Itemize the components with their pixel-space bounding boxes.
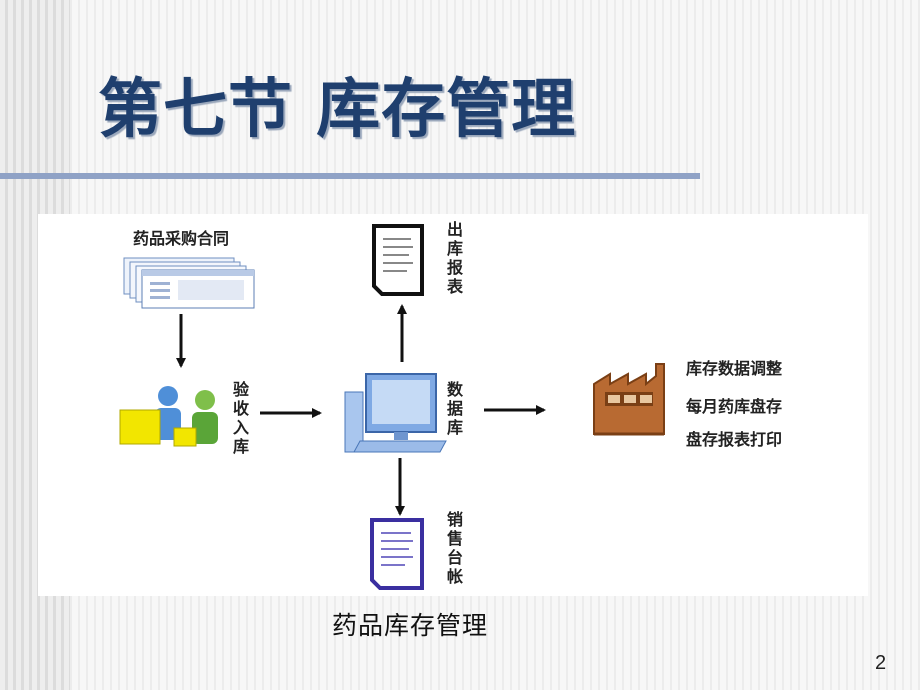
flow-diagram: 药品采购合同 [119, 224, 782, 590]
slide-title: 第七节 库存管理 [98, 72, 577, 147]
task-stocktake-report-print: 盘存报表打印 [686, 430, 782, 449]
outbound-report-icon [372, 224, 424, 296]
database-computer-icon [344, 373, 447, 453]
diagram-panel: 药品采购合同 [38, 214, 868, 596]
title-divider [0, 173, 700, 179]
sales-ledger-icon [370, 518, 424, 590]
receiving-label: 验收入库 [232, 380, 249, 456]
outbound-report-label: 出库报表 [446, 220, 463, 296]
warehouse-factory-icon [593, 363, 665, 436]
task-inventory-adjustment: 库存数据调整 [686, 359, 782, 378]
receiving-staff-icon [119, 386, 218, 447]
contract-label: 药品采购合同 [133, 229, 229, 248]
database-label: 数据库 [446, 380, 463, 437]
sales-ledger-label: 销售台帐 [446, 510, 463, 586]
page-number: 2 [875, 652, 887, 674]
contract-documents-icon [123, 257, 255, 309]
task-monthly-stocktake: 每月药库盘存 [686, 397, 782, 416]
diagram-caption: 药品库存管理 [332, 611, 489, 640]
